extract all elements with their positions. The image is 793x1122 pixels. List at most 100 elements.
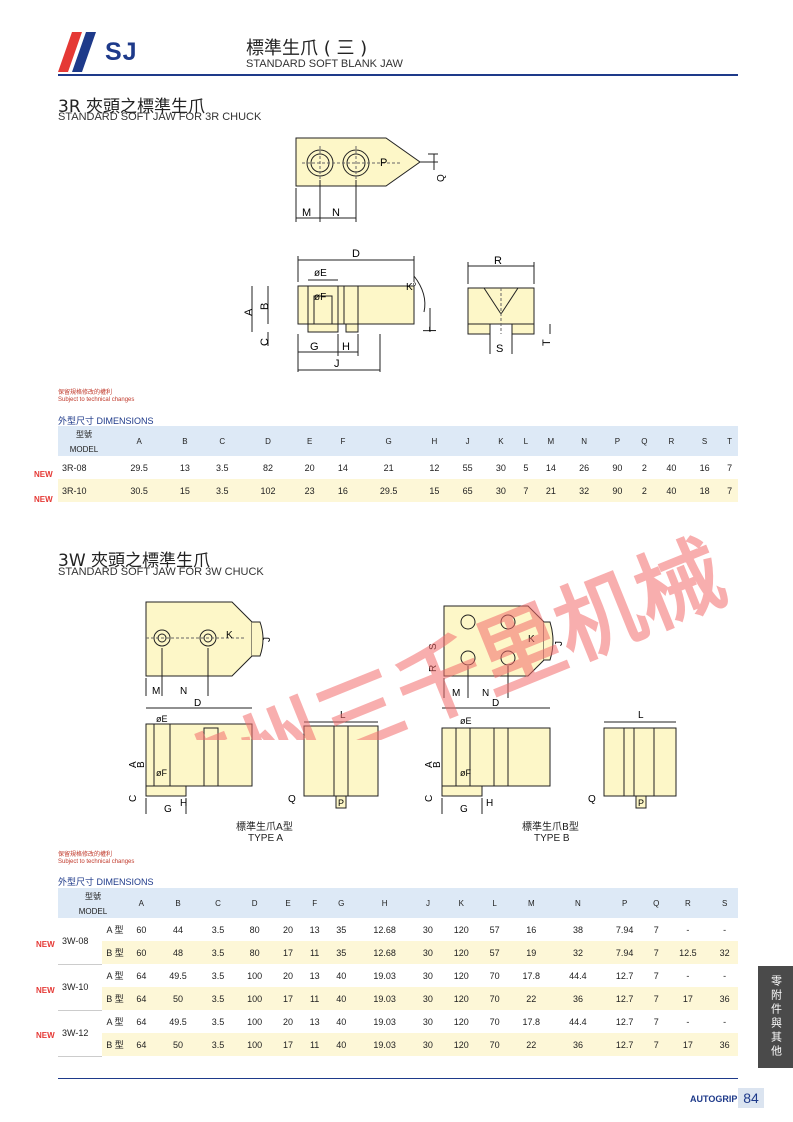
section-3w-title: 3W 夾頭之標準生爪 bbox=[58, 551, 211, 571]
value-cell: 12.68 bbox=[354, 941, 415, 964]
3w-note-en: Subject to technical changes bbox=[58, 859, 135, 865]
header-model-en: MODEL bbox=[58, 442, 110, 456]
section-3r-title: 3R 夾頭之標準生爪 bbox=[58, 97, 206, 117]
3w-a-label-n: N bbox=[180, 686, 187, 697]
3r-label-p: P bbox=[380, 157, 387, 169]
value-cell: 7 bbox=[721, 456, 738, 479]
value-cell: - bbox=[664, 964, 712, 987]
page-number: 84 bbox=[738, 1088, 764, 1108]
value-cell: 50 bbox=[154, 987, 202, 1010]
value-cell: 64 bbox=[128, 1033, 155, 1056]
value-cell: 12.68 bbox=[354, 918, 415, 941]
value-cell: 12.5 bbox=[664, 941, 712, 964]
header-model-zh: 型號 bbox=[58, 888, 128, 904]
value-cell: 57 bbox=[481, 918, 508, 941]
value-cell: 80 bbox=[234, 918, 275, 941]
model-cell: 3R-08 bbox=[58, 456, 110, 479]
column-header: B bbox=[168, 426, 202, 456]
value-cell: 16 bbox=[326, 479, 360, 502]
value-cell: 49.5 bbox=[154, 1010, 202, 1033]
3w-a-label-c: C bbox=[128, 795, 139, 802]
3w-b-label-g: G bbox=[460, 804, 468, 815]
value-cell: 100 bbox=[234, 1010, 275, 1033]
column-header: K bbox=[441, 888, 482, 918]
3w-b-label-e: øE bbox=[460, 716, 472, 726]
value-cell: 55 bbox=[451, 456, 485, 479]
3w-type-a-end-drawing: L Q P bbox=[288, 710, 379, 809]
type-cell: B 型 bbox=[102, 987, 128, 1010]
value-cell: 3.5 bbox=[201, 456, 244, 479]
value-cell: - bbox=[711, 1010, 738, 1033]
value-cell: 15 bbox=[417, 479, 452, 502]
3w-b-label-q: Q bbox=[588, 794, 596, 805]
header-divider bbox=[58, 74, 738, 76]
new-badge: NEW bbox=[36, 986, 55, 995]
value-cell: 40 bbox=[327, 964, 355, 987]
3w-a-label-q: Q bbox=[288, 794, 296, 805]
side-tab-accessories[interactable]: 零附件與其他 bbox=[758, 966, 793, 1068]
value-cell: 120 bbox=[441, 964, 482, 987]
value-cell: 19 bbox=[507, 941, 555, 964]
page-title-zh: 標準生爪 ( 三 ) bbox=[246, 38, 368, 59]
column-header: C bbox=[201, 888, 235, 918]
value-cell: 19.03 bbox=[354, 964, 415, 987]
value-cell: 36 bbox=[554, 1033, 602, 1056]
3w-a-label-d: D bbox=[194, 698, 201, 709]
value-cell: 13 bbox=[301, 1010, 328, 1033]
table-header-row: MODEL bbox=[58, 442, 738, 456]
value-cell: - bbox=[711, 918, 738, 941]
3w-b-label-r: R bbox=[428, 665, 439, 672]
value-cell: 64 bbox=[128, 987, 155, 1010]
table-header-row: MODEL bbox=[58, 904, 738, 918]
3r-label-a: A bbox=[243, 308, 255, 316]
3r-label-r: R bbox=[494, 255, 502, 267]
value-cell: 30 bbox=[414, 964, 442, 987]
value-cell: 3.5 bbox=[201, 479, 244, 502]
value-cell: 7 bbox=[647, 918, 665, 941]
brand-name: SJ bbox=[105, 38, 138, 66]
type-b-caption-zh: 標準生爪B型 bbox=[522, 822, 579, 833]
value-cell: 40 bbox=[327, 1010, 355, 1033]
column-header: L bbox=[481, 888, 508, 918]
column-header: A bbox=[128, 888, 155, 918]
3w-a-label-p: P bbox=[338, 798, 344, 808]
3w-a-label-f: øF bbox=[156, 768, 167, 778]
column-header: H bbox=[417, 426, 452, 456]
value-cell: 32 bbox=[711, 941, 738, 964]
value-cell: 12.7 bbox=[601, 1010, 648, 1033]
3w-type-a-top-drawing: K J M N bbox=[145, 601, 273, 697]
value-cell: 2 bbox=[634, 479, 655, 502]
value-cell: 120 bbox=[441, 1033, 482, 1056]
value-cell: 7 bbox=[647, 987, 665, 1010]
value-cell: 11 bbox=[301, 987, 328, 1010]
value-cell: 3.5 bbox=[201, 941, 235, 964]
3r-side-view-drawing: D øE øF K° A B C G H J L I bbox=[243, 248, 438, 372]
value-cell: 17 bbox=[664, 987, 712, 1010]
column-header: G bbox=[327, 888, 355, 918]
column-header: J bbox=[451, 426, 485, 456]
column-header: G bbox=[359, 426, 418, 456]
value-cell: 49.5 bbox=[154, 964, 202, 987]
header-model-en: MODEL bbox=[58, 904, 128, 918]
3w-type-a-side-drawing: D øE øF A B C G H bbox=[128, 698, 253, 815]
value-cell: 35 bbox=[327, 941, 355, 964]
value-cell: 7 bbox=[647, 941, 665, 964]
column-header: K bbox=[484, 426, 518, 456]
value-cell: 16 bbox=[687, 456, 722, 479]
new-badge: NEW bbox=[34, 495, 53, 504]
column-header: L bbox=[517, 426, 535, 456]
3r-label-b: B bbox=[259, 303, 271, 310]
3r-label-q: Q bbox=[436, 174, 447, 182]
3r-label-e: øE bbox=[314, 268, 327, 279]
value-cell: 19.03 bbox=[354, 1010, 415, 1033]
value-cell: 30 bbox=[414, 1010, 442, 1033]
value-cell: 100 bbox=[234, 987, 275, 1010]
value-cell: 60 bbox=[128, 918, 155, 941]
value-cell: - bbox=[664, 918, 712, 941]
type-a-caption-zh: 標準生爪A型 bbox=[236, 822, 293, 833]
3r-label-c: C bbox=[259, 338, 271, 346]
column-header: R bbox=[654, 426, 688, 456]
type-cell: A 型 bbox=[102, 918, 128, 941]
